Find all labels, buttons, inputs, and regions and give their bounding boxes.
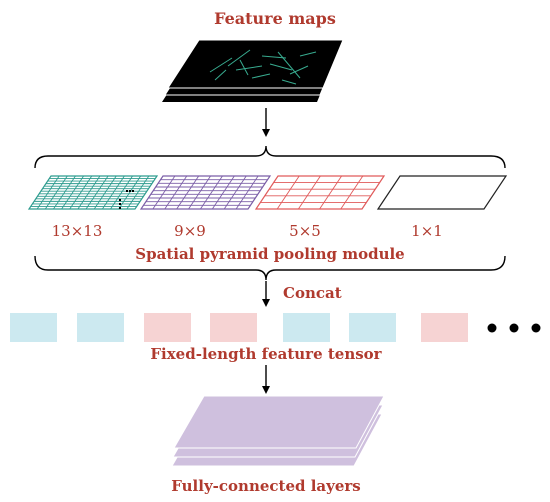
feature-map-texture [209, 49, 317, 85]
grid-5x5 [254, 175, 386, 210]
grid-line-vertical [164, 175, 188, 210]
grid-outline [139, 175, 272, 210]
feature-texture-stroke [299, 51, 317, 57]
fc-layers-stack [171, 395, 385, 467]
ellipsis-dots [487, 323, 541, 333]
feature-maps-title: Feature maps [214, 9, 336, 28]
spp-top-brace [34, 145, 506, 169]
feature-texture-stroke [209, 57, 233, 73]
grid-line-vertical [126, 175, 150, 210]
fixed-tensor-title: Fixed-length feature tensor [150, 345, 382, 363]
grid-dot [132, 190, 134, 192]
feature-texture-stroke [277, 51, 301, 79]
tensor-block-blue [10, 313, 57, 342]
grid-label-13x13: 13×13 [52, 222, 103, 240]
grid-dot [126, 190, 128, 192]
feature-texture-stroke [289, 65, 309, 75]
grid-dot [119, 207, 121, 209]
fc-layer-front [173, 395, 385, 449]
grid-line-vertical [188, 175, 211, 210]
fc-layers-title: Fully-connected layers [171, 477, 360, 495]
grid-line-vertical [223, 175, 247, 210]
grid-line-vertical [200, 175, 223, 210]
feature-maps-stack [162, 39, 344, 102]
tensor-block-blue [283, 313, 330, 342]
spp-module-title: Spatial pyramid pooling module [135, 245, 404, 263]
pooling-grids [27, 175, 508, 210]
fixed-length-tensor [10, 313, 468, 342]
grid-9x9 [139, 175, 272, 210]
grid-13x13 [27, 175, 159, 210]
grid-line-vertical [276, 175, 300, 210]
feature-texture-stroke [227, 49, 251, 67]
grid-line-vertical [152, 175, 176, 210]
grid-dot [119, 199, 121, 201]
spp-bottom-brace [34, 255, 506, 281]
tensor-block-blue [77, 313, 124, 342]
grid-line-vertical [298, 175, 321, 210]
tensor-block-pink [144, 313, 191, 342]
grid-line-vertical [176, 175, 200, 210]
feature-texture-stroke [235, 65, 263, 71]
feature-texture-stroke [214, 69, 227, 81]
concat-label: Concat [283, 284, 342, 302]
grid-label-5x5: 5×5 [289, 222, 321, 240]
feature-texture-stroke [251, 73, 271, 79]
grid-label-1x1: 1×1 [411, 222, 443, 240]
grid-dot [129, 190, 131, 192]
tensor-block-pink [421, 313, 468, 342]
grid-1x1 [376, 175, 508, 210]
grid-line-vertical [211, 175, 235, 210]
grid-outline [27, 175, 159, 210]
grid-outline [376, 175, 508, 210]
grid-line-vertical [319, 175, 342, 210]
tensor-block-blue [349, 313, 396, 342]
feature-texture-stroke [281, 79, 297, 85]
grid-line-vertical [340, 175, 364, 210]
feature-texture-stroke [261, 55, 287, 59]
grid-label-9x9: 9×9 [174, 222, 206, 240]
feature-texture-stroke [269, 63, 293, 71]
grid-outline [254, 175, 386, 210]
feature-texture-stroke [239, 59, 249, 76]
grid-line-vertical [235, 175, 259, 210]
tensor-block-pink [210, 313, 257, 342]
grid-dot [119, 203, 121, 205]
feature-map-layer-front [167, 39, 344, 89]
